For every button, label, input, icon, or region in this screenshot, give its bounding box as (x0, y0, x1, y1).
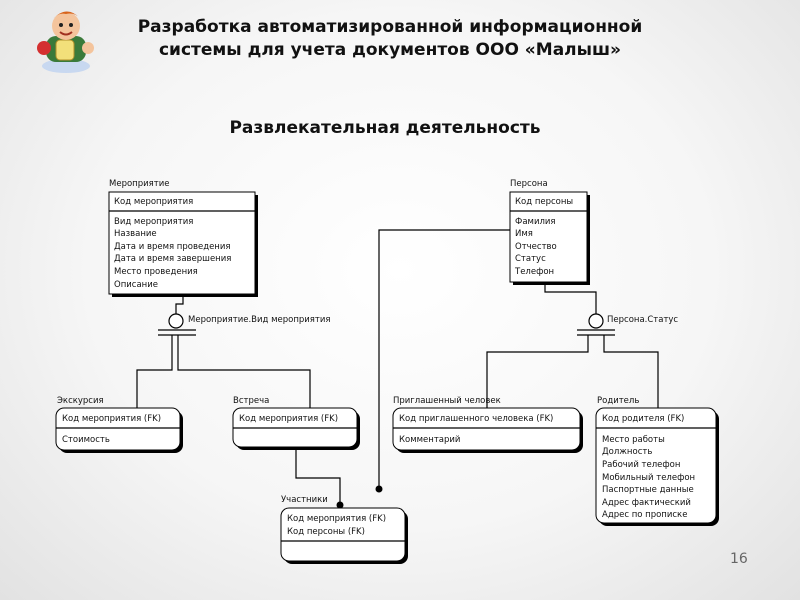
entity-attr: Рабочий телефон (602, 460, 680, 470)
entity-attr: Должность (602, 447, 652, 457)
entity-attr: Описание (114, 280, 158, 290)
entity-attr: Дата и время завершения (114, 254, 231, 264)
entity-guest[interactable]: Приглашенный человек Код приглашенного ч… (392, 396, 583, 453)
entity-key: Код приглашенного человека (FK) (399, 414, 553, 424)
entity-name: Приглашенный человек (393, 396, 501, 406)
relationship-dot-icon (336, 501, 344, 509)
entity-attr: Комментарий (399, 435, 460, 445)
entity-event[interactable]: Мероприятие Код мероприятия Вид мероприя… (108, 179, 258, 297)
entity-participants[interactable]: Участники Код мероприятия (FK) Код персо… (280, 495, 408, 564)
entity-name: Участники (281, 495, 328, 505)
entity-attr: Стоимость (62, 435, 110, 445)
entity-key: Код персоны (FK) (287, 527, 365, 537)
cartoon-boy-logo-icon (37, 11, 94, 73)
subtype-discriminator-icon (588, 313, 604, 329)
entity-attr: Адрес фактический (602, 498, 691, 508)
entity-parent[interactable]: Родитель Код родителя (FK) Место работы … (595, 396, 719, 526)
entity-key: Код мероприятия (FK) (239, 414, 338, 424)
relationship-dot-icon (375, 485, 383, 493)
entity-person[interactable]: Персона Код персоны Фамилия Имя Отчество… (509, 179, 590, 285)
entity-attr: Отчество (515, 242, 557, 252)
entity-key: Код персоны (515, 197, 573, 207)
discriminator-label-person: Персона.Статус (607, 315, 678, 325)
entity-name: Встреча (233, 396, 269, 406)
entity-attr: Дата и время проведения (114, 242, 231, 252)
entity-attr: Мобильный телефон (602, 473, 695, 483)
entity-name: Экскурсия (57, 396, 104, 406)
subtype-discriminator-icon (168, 313, 184, 329)
entity-attr: Название (114, 229, 157, 239)
entity-excursion[interactable]: Экскурсия Код мероприятия (FK) Стоимость (55, 396, 183, 453)
page-number: 16 (730, 551, 748, 567)
entity-attr: Вид мероприятия (114, 217, 193, 227)
entity-attr: Паспортные данные (602, 485, 694, 495)
entity-attr: Имя (515, 229, 533, 239)
entity-meeting[interactable]: Встреча Код мероприятия (FK) (232, 396, 360, 450)
discriminator-label-event: Мероприятие.Вид мероприятия (188, 315, 331, 325)
entity-name: Персона (510, 179, 548, 189)
entity-attr: Место работы (602, 435, 665, 445)
entity-key: Код мероприятия (FK) (287, 514, 386, 524)
entity-attr: Место проведения (114, 267, 198, 277)
slide-subtitle: Развлекательная деятельность (229, 118, 541, 138)
entity-attr: Адрес по прописке (602, 510, 687, 520)
entity-attr: Телефон (514, 267, 554, 277)
slide-title: Разработка автоматизированной информацио… (110, 16, 670, 62)
entity-key: Код мероприятия (FK) (62, 414, 161, 424)
entity-attr: Статус (515, 254, 546, 264)
relationship-lines (136, 229, 659, 509)
title-line-2: системы для учета документов ООО «Малыш» (158, 40, 622, 60)
title-line-1: Разработка автоматизированной информацио… (137, 17, 643, 37)
entity-name: Родитель (597, 396, 639, 406)
entity-attr: Фамилия (515, 217, 556, 227)
entity-key: Код мероприятия (114, 197, 193, 207)
entity-key: Код родителя (FK) (602, 414, 684, 424)
entity-name: Мероприятие (109, 179, 169, 189)
